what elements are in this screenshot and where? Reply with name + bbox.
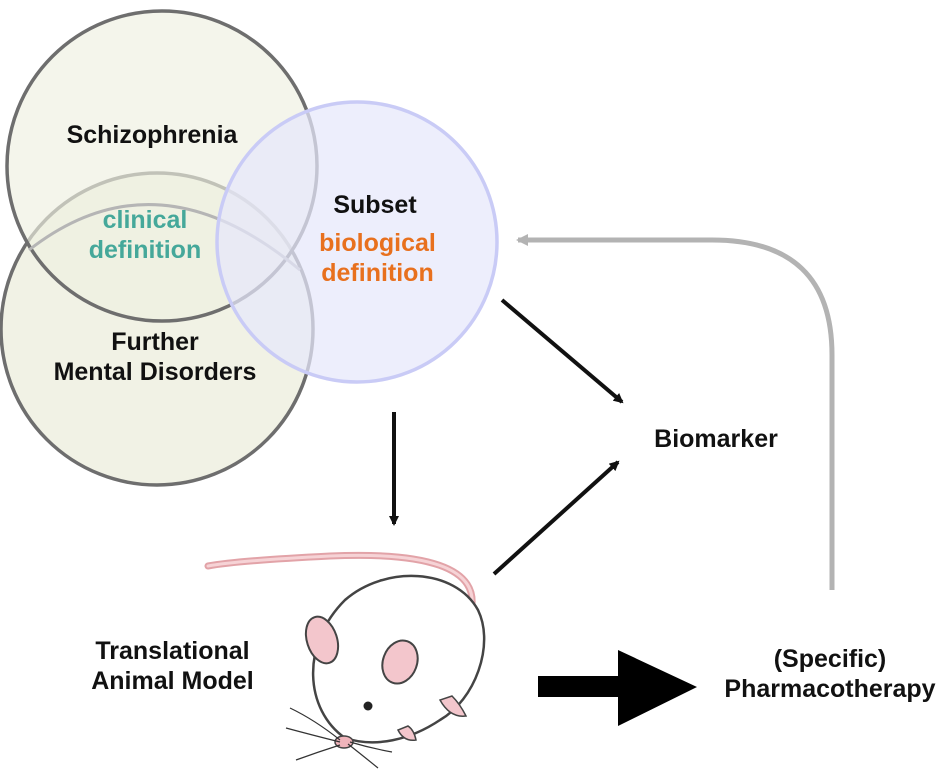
label-clinical-definition: clinical definition [88,206,202,264]
label-specific-pharmacotherapy: (Specific) Pharmacotherapy [724,645,936,703]
label-biomarker: Biomarker [654,425,778,453]
label-subset: Subset [333,191,417,219]
label-further-mental-disorders: Further Mental Disorders [53,328,257,386]
label-schizophrenia: Schizophrenia [66,121,238,149]
mouse-whiskers [285,707,393,769]
mouse-ear-left [304,615,340,665]
mouse-ear-right [381,639,419,685]
arrow-pharmacotherapy-to-subset [516,234,835,590]
arrow-animal-to-pharmacotherapy [538,650,697,726]
subset-circle [215,100,499,384]
arrow-subset-to-biomarker [500,298,624,404]
mouse-paw-front [396,725,417,742]
mouse-paw-back [438,695,468,717]
label-translational-animal-model: Translational Animal Model [91,637,254,695]
arrow-animal-to-biomarker [492,460,620,576]
mouse-illustration [204,551,486,769]
label-biological-definition: biological definition [319,229,436,287]
mouse-eye [363,701,373,711]
mouse-tail-inner [206,553,474,617]
